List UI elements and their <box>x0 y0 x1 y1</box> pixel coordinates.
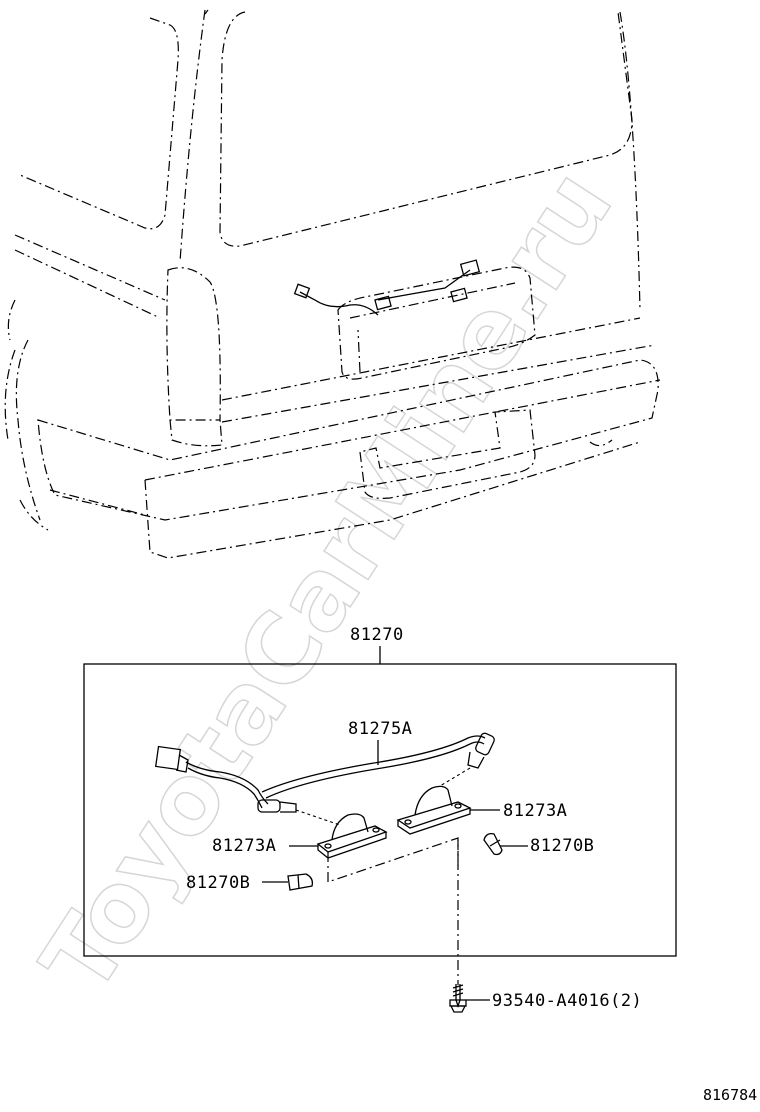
guide-left-socket <box>295 809 341 826</box>
watermark: ToyotaCarMine.ru <box>20 151 634 1013</box>
label-lens-left: 81273A <box>212 836 276 856</box>
lens-right <box>396 785 472 835</box>
label-assembly: 81270 <box>350 625 404 645</box>
vehicle-rear-illustration <box>4 9 661 559</box>
label-screw: 93540-A4016(2) <box>492 991 642 1011</box>
assembly-box <box>83 663 677 957</box>
label-bulb-left: 81270B <box>186 873 250 893</box>
screw-guide-lines <box>327 837 459 883</box>
screw <box>449 984 467 1013</box>
guide-right-socket <box>439 767 471 787</box>
wire-harness <box>154 732 495 813</box>
label-wire: 81275A <box>348 719 412 739</box>
label-bulb-right: 81270B <box>530 836 594 856</box>
bulb-left <box>287 873 314 891</box>
bulb-right <box>483 832 503 856</box>
label-lens-right: 81273A <box>503 801 567 821</box>
lens-left <box>316 813 388 859</box>
diagram-reference: 816784 <box>703 1086 757 1104</box>
